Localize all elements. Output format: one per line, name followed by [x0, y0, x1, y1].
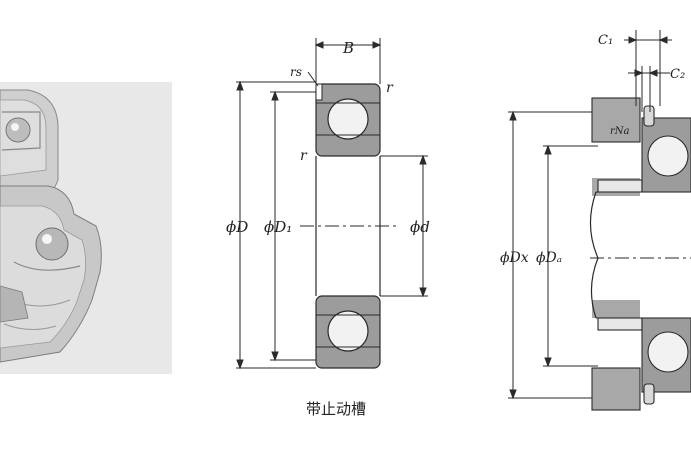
ball-upper-section: [327, 98, 369, 140]
label-c1: C₁: [598, 33, 613, 48]
label-phi-da: ϕDₐ: [536, 250, 562, 266]
ball-lower-section: [327, 310, 369, 352]
bearing-cross-section: [300, 83, 398, 369]
label-c2: C₂: [670, 67, 685, 82]
mounting-diagram: [589, 97, 691, 411]
label-r-left: r: [300, 148, 308, 164]
diagram-caption: 带止动槽: [306, 400, 367, 418]
label-phi-d-outer: ϕD: [226, 218, 248, 236]
right-dimensions: [508, 30, 672, 400]
label-rna: rNa: [610, 126, 630, 137]
ball-upper: [5, 117, 31, 143]
label-b: B: [342, 39, 354, 57]
middle-dimensions: [236, 38, 428, 370]
label-phi-d-bore: ϕd: [410, 218, 430, 236]
housing-lower: [591, 367, 641, 411]
bearing-cutaway-illustration: [0, 82, 172, 374]
housing-upper: [591, 97, 641, 143]
label-rs: rs: [290, 65, 302, 79]
label-phi-dx: ϕDx: [500, 250, 529, 266]
ball-lower: [35, 227, 69, 261]
label-phi-d1: ϕD₁: [264, 218, 292, 236]
label-r-top: r: [386, 80, 394, 96]
